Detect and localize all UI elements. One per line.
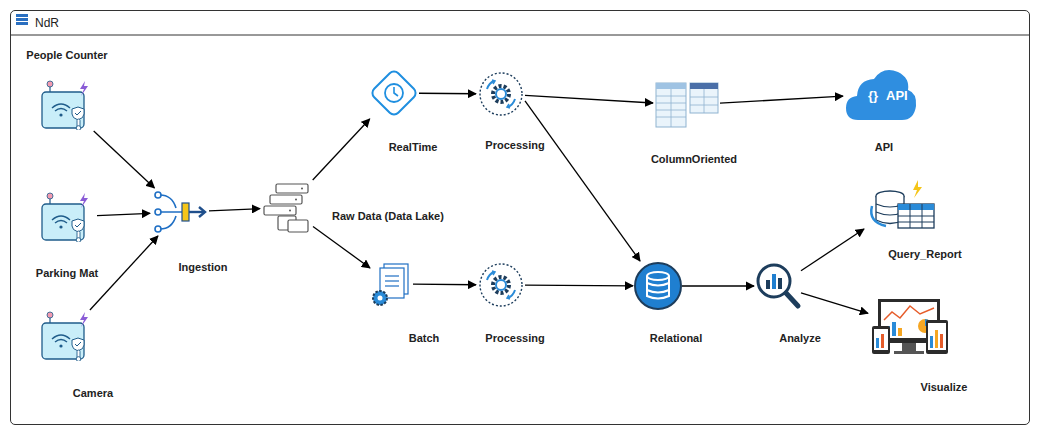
icon-node: Query_Report <box>866 179 936 230</box>
arrow-connector <box>525 285 633 287</box>
arrow-connector <box>801 229 864 271</box>
node-label: Batch <box>409 332 440 344</box>
node-label: Processing <box>485 139 544 151</box>
icon-node: RealTime <box>370 69 418 117</box>
icon-node: Processing <box>478 71 524 117</box>
arrow-connector <box>720 96 843 103</box>
arrow-connector <box>682 285 754 286</box>
icon-node: Camera <box>36 311 96 361</box>
arrow-connector <box>413 284 476 286</box>
icon-node: Processing <box>478 262 524 308</box>
panel-title: NdR <box>35 16 59 30</box>
panel: NdR People CounterParking MatCamera Ingest… <box>10 10 1030 425</box>
arrow-connector <box>97 213 150 215</box>
icon-node: ColumnOriented <box>655 82 719 128</box>
icon-node: Raw Data (Data Lake) <box>262 181 312 234</box>
arrow-connector <box>209 209 260 211</box>
arrow-connector <box>313 119 370 180</box>
icon-node: Relational <box>635 263 681 309</box>
node-label: People Counter <box>26 49 107 61</box>
node-label: API <box>875 141 893 153</box>
node-label: Relational <box>650 332 703 344</box>
icon-text: API <box>886 88 908 103</box>
node-label: Analyze <box>779 332 821 344</box>
icon-node: Visualize <box>870 297 950 355</box>
arrow-connector <box>90 236 158 310</box>
arrow-connector <box>313 226 370 268</box>
node-label: RealTime <box>389 141 438 153</box>
icon-text: {} <box>868 88 878 103</box>
node-label: Camera <box>73 387 113 399</box>
arrow-connector <box>525 101 640 261</box>
arrow-connector <box>94 131 155 188</box>
node-label: Raw Data (Data Lake) <box>332 210 444 222</box>
icon-node: Ingestion <box>152 190 208 234</box>
node-label: ColumnOriented <box>651 153 737 165</box>
node-label: Visualize <box>921 381 968 393</box>
node-label: Parking Mat <box>36 267 98 279</box>
arrow-connector <box>525 95 653 103</box>
node-label: Ingestion <box>179 261 228 273</box>
node-label: Query_Report <box>888 248 961 260</box>
icon-node: Parking Mat <box>36 192 96 242</box>
icon-node: People Counter <box>36 80 96 130</box>
arrow-connector <box>419 93 476 95</box>
icon-node: Batch <box>372 262 412 306</box>
node-label: Processing <box>485 332 544 344</box>
arrow-connector <box>801 293 868 313</box>
icon-node: Analyze <box>756 263 800 309</box>
